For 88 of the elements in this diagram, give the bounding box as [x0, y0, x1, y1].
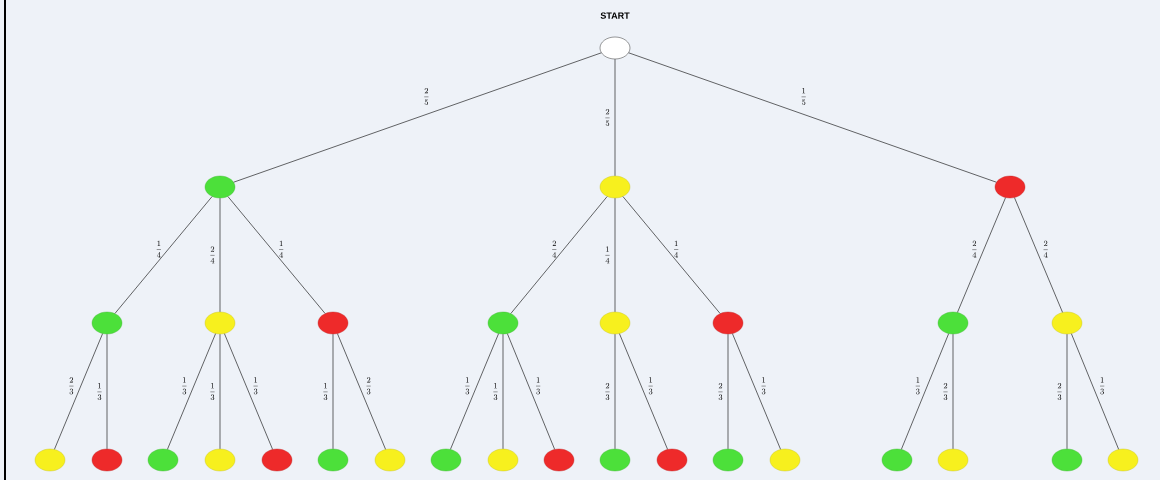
outcome-circle	[543, 448, 575, 472]
branch-line	[1014, 197, 1063, 313]
outcome-circle	[599, 311, 631, 335]
edge-label: $\frac{1}{3}$	[648, 377, 653, 395]
edge-label: $\frac{1}{4}$	[279, 240, 284, 258]
branch-line	[450, 333, 499, 450]
branch-line	[224, 333, 273, 450]
branch-line	[614, 197, 616, 313]
outcome-circle	[487, 448, 519, 472]
edge-label: $\frac{2}{4}$	[1043, 240, 1048, 258]
outcome-circle	[317, 311, 349, 335]
branch-line	[619, 333, 668, 450]
branch-line	[952, 333, 954, 450]
branch-line	[732, 333, 781, 450]
branch-line	[727, 333, 729, 450]
outcome-circle	[261, 448, 293, 472]
edge-label: $\frac{1}{4}$	[156, 240, 161, 258]
edge-label: $\frac{1}{3}$	[323, 383, 328, 401]
edge-label: $\frac{1}{3}$	[253, 377, 258, 395]
edge-label: $\frac{1}{3}$	[761, 377, 766, 395]
edge-label: $\frac{2}{3}$	[1057, 383, 1062, 401]
branch-line	[901, 333, 949, 450]
edge-label: $\frac{2}{4}$	[972, 240, 977, 258]
edge-label: $\frac{1}{3}$	[536, 377, 541, 395]
branch-line	[106, 333, 108, 450]
edge-label: $\frac{1}{4}$	[605, 246, 610, 264]
branch-line	[502, 333, 504, 450]
branch-line	[507, 333, 555, 450]
branch-line	[614, 58, 616, 177]
branch-line	[957, 197, 1006, 313]
outcome-circle	[881, 448, 913, 472]
outcome-circle	[599, 175, 631, 199]
edge-label: $\frac{2}{5}$	[605, 109, 610, 127]
branch-line	[219, 197, 221, 313]
outcome-circle	[34, 448, 66, 472]
branch-line	[219, 333, 221, 450]
outcome-circle	[147, 448, 179, 472]
outcome-circle	[1051, 448, 1083, 472]
outcome-circle	[204, 175, 236, 199]
edge-label: $\frac{2}{4}$	[552, 240, 557, 258]
outcome-circle	[937, 311, 969, 335]
branch-line	[233, 52, 602, 183]
outcome-circle	[317, 448, 349, 472]
edge-label: $\frac{1}{3}$	[182, 377, 187, 395]
outcome-circle	[712, 448, 744, 472]
branch-line	[167, 333, 216, 450]
edge-label: $\frac{1}{3}$	[210, 383, 215, 401]
outcome-circle	[769, 448, 801, 472]
edge-label: $\frac{2}{3}$	[366, 377, 371, 395]
edge-label: $\frac{1}{3}$	[465, 377, 470, 395]
outcome-circle	[430, 448, 462, 472]
branch-line	[54, 333, 103, 450]
edge-label: $\frac{2}{3}$	[605, 383, 610, 401]
outcome-circle	[599, 448, 631, 472]
edge-label: $\frac{1}{4}$	[674, 240, 679, 258]
edge-label: $\frac{1}{3}$	[1100, 377, 1105, 395]
outcome-circle	[487, 311, 519, 335]
outcome-circle	[204, 311, 236, 335]
outcome-circle	[656, 448, 688, 472]
outcome-circle	[374, 448, 406, 472]
edge-label: $\frac{2}{3}$	[69, 377, 74, 395]
outcome-circle	[91, 448, 123, 472]
edge-label: $\frac{1}{3}$	[97, 383, 102, 401]
edge-label: $\frac{2}{5}$	[424, 87, 429, 105]
outcome-circle	[204, 448, 236, 472]
edge-label: $\frac{1}{3}$	[915, 377, 920, 395]
edge-label: $\frac{1}{5}$	[801, 87, 806, 105]
start-label: START	[600, 12, 630, 19]
edge-label: $\frac{2}{3}$	[943, 383, 948, 401]
branch-line	[510, 196, 608, 314]
edge-label: $\frac{1}{3}$	[493, 383, 498, 401]
branch-line	[114, 196, 213, 314]
branch-line	[614, 333, 616, 450]
edge-label: $\frac{2}{3}$	[718, 383, 723, 401]
outcome-circle	[1107, 448, 1139, 472]
branch-line	[332, 333, 334, 450]
branch-line	[337, 333, 386, 450]
branch-line	[1071, 333, 1119, 450]
branch-line	[227, 196, 326, 314]
outcome-circle	[937, 448, 969, 472]
edge-label: $\frac{2}{4}$	[210, 246, 215, 264]
branch-line	[622, 196, 721, 314]
outcome-circle	[91, 311, 123, 335]
outcome-circle	[994, 175, 1026, 199]
branch-line	[1066, 333, 1068, 450]
outcome-circle	[712, 311, 744, 335]
outcome-circle	[1051, 311, 1083, 335]
branch-line	[628, 52, 997, 183]
